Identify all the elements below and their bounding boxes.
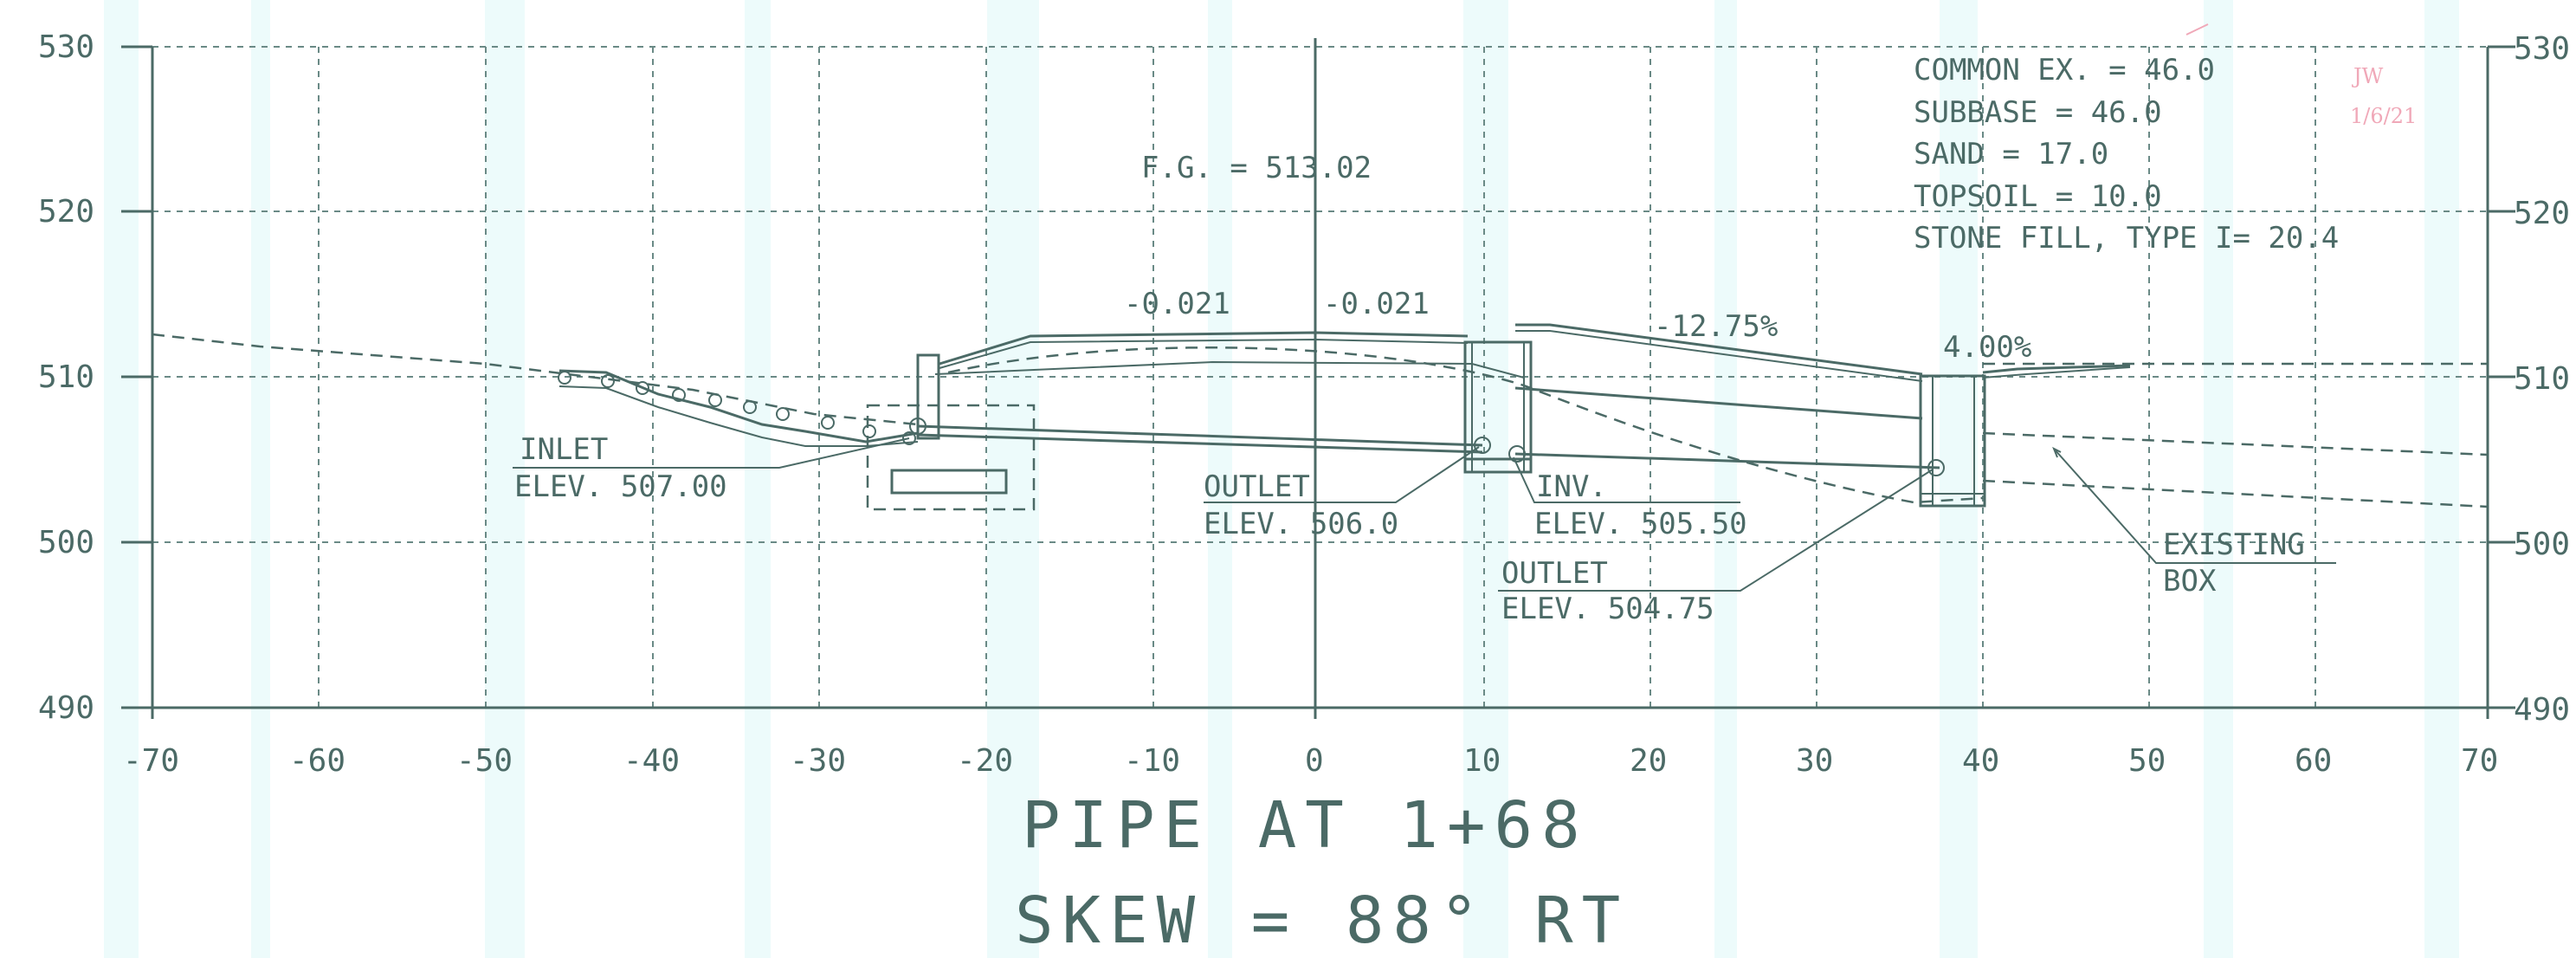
y-tick-label: 500 xyxy=(38,525,94,560)
quantity-line: SUBBASE = 46.0 xyxy=(1914,95,2162,130)
outlet1-label: OUTLET xyxy=(1204,469,1310,504)
existing-ground-lines xyxy=(152,333,2489,508)
scan-artifacts xyxy=(104,0,2459,958)
outlet1-elev-label: ELEV. 506.0 xyxy=(1204,507,1398,541)
slope-label-right: -0.021 xyxy=(1323,287,1430,321)
existing-box-structure xyxy=(1919,374,1986,508)
y-tick-label-right: 510 xyxy=(2514,361,2570,397)
median-structure xyxy=(1463,340,1533,474)
slope-label-fill: -12.75% xyxy=(1654,309,1778,344)
grid xyxy=(152,46,2488,708)
inlet-structure xyxy=(558,353,1036,511)
slope-label-end: 4.00% xyxy=(1943,330,2031,365)
x-tick-label: 20 xyxy=(1630,743,1667,779)
x-tick-label: 40 xyxy=(1962,743,1999,779)
x-tick-label: 0 xyxy=(1305,743,1324,779)
review-initials-stamp: JW 1/6/21 xyxy=(2185,23,2417,128)
quantity-line: TOPSOIL = 10.0 xyxy=(1914,179,2162,214)
slope-label-left: -0.021 xyxy=(1124,287,1230,321)
x-tick-label: -50 xyxy=(456,743,513,779)
x-tick-label: -40 xyxy=(623,743,680,779)
x-tick-label: -10 xyxy=(1124,743,1180,779)
finish-grade-label: F.G. = 513.02 xyxy=(1141,151,1372,185)
inv-label: INV. xyxy=(1536,469,1607,504)
title-pipe-station: PIPE AT 1+68 xyxy=(1022,788,1589,863)
title-skew: SKEW = 88° RT xyxy=(1015,884,1629,958)
pipes xyxy=(909,386,1945,476)
frame xyxy=(121,38,2515,719)
outlet2-elev-label: ELEV. 504.75 xyxy=(1501,592,1714,626)
quantities-block: COMMON EX. = 46.0 SUBBASE = 46.0 SAND = … xyxy=(1914,53,2339,256)
annotations: F.G. = 513.02 -0.021 -0.021 -12.75% 4.00… xyxy=(514,151,2305,626)
y-tick-label-right: 500 xyxy=(2514,527,2570,562)
x-tick-label: -20 xyxy=(957,743,1013,779)
y-tick-label: 510 xyxy=(38,359,94,395)
initials: JW xyxy=(2351,64,2384,88)
y-axis-left: 530 520 510 500 490 xyxy=(38,29,94,726)
x-axis: -70 -60 -50 -40 -30 -20 -10 0 10 20 30 4… xyxy=(123,743,2498,779)
x-tick-label: -70 xyxy=(123,743,179,779)
x-tick-label: 10 xyxy=(1463,743,1501,779)
inlet-elev-label: ELEV. 507.00 xyxy=(514,469,727,504)
stone-fill xyxy=(558,371,916,445)
y-tick-label-right: 530 xyxy=(2514,31,2570,67)
y-tick-label-right: 490 xyxy=(2514,692,2570,728)
y-tick-label: 490 xyxy=(38,690,94,726)
x-tick-label: 60 xyxy=(2295,743,2332,779)
y-tick-label: 520 xyxy=(38,194,94,230)
x-tick-label: 30 xyxy=(1796,743,1833,779)
quantity-line: COMMON EX. = 46.0 xyxy=(1914,53,2215,87)
x-tick-label: 70 xyxy=(2461,743,2498,779)
inv-elev-label: ELEV. 505.50 xyxy=(1534,507,1747,541)
leader-lines xyxy=(513,437,2336,592)
y-tick-label: 530 xyxy=(38,29,94,65)
initials-date: 1/6/21 xyxy=(2350,104,2417,128)
y-axis-right: 530 520 510 500 490 xyxy=(2514,31,2570,728)
roadway-section xyxy=(934,323,2131,382)
drawing-title: PIPE AT 1+68 SKEW = 88° RT xyxy=(1015,788,1629,958)
existing-box-label: EXISTING xyxy=(2163,528,2305,562)
x-tick-label: -30 xyxy=(790,743,846,779)
outlet2-label: OUTLET xyxy=(1501,556,1608,591)
y-tick-label-right: 520 xyxy=(2514,196,2570,231)
quantity-line: STONE FILL, TYPE I= 20.4 xyxy=(1914,221,2339,256)
quantity-line: SAND = 17.0 xyxy=(1914,137,2108,172)
inlet-label: INLET xyxy=(520,432,608,467)
x-tick-label: 50 xyxy=(2128,743,2166,779)
existing-box-label-2: BOX xyxy=(2163,564,2217,599)
x-tick-label: -60 xyxy=(289,743,345,779)
